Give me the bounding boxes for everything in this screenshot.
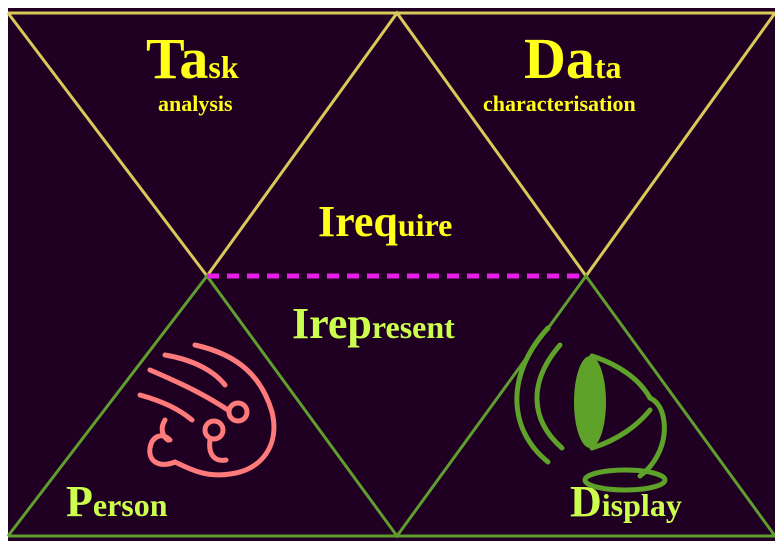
gramophone-speaker-icon: [514, 325, 668, 493]
person-right-pupil: [234, 409, 242, 417]
represent-rest: resent: [371, 309, 455, 345]
data-title: Data: [524, 30, 622, 88]
display-rest: isplay: [601, 487, 682, 523]
sound-wave-outer: [514, 325, 551, 465]
speaker-base: [582, 467, 668, 493]
person-label: Person: [66, 480, 168, 524]
represent-label: Irepresent: [292, 302, 455, 346]
task-title: Task: [146, 30, 239, 88]
require-initial: Ireq: [318, 197, 398, 246]
person-doodle-icon: [137, 342, 277, 478]
require-label: Irequire: [318, 200, 452, 244]
task-title-initial: Ta: [146, 26, 209, 91]
display-label: Display: [570, 480, 682, 524]
person-left-pupil: [210, 427, 218, 435]
speaker-horn-mouth: [574, 356, 606, 448]
person-rest: erson: [92, 487, 168, 523]
sound-wave-inner: [534, 342, 565, 451]
task-title-rest: sk: [208, 49, 239, 85]
task-subtitle: analysis: [158, 91, 233, 116]
data-title-rest: ta: [594, 49, 622, 85]
data-subtitle: characterisation: [483, 91, 636, 116]
speaker-horn-body: [589, 353, 653, 451]
person-initial: P: [66, 477, 93, 526]
display-initial: D: [570, 477, 602, 526]
require-rest: uire: [397, 207, 453, 243]
represent-initial: Irep: [292, 299, 372, 348]
data-title-initial: Da: [524, 26, 595, 91]
